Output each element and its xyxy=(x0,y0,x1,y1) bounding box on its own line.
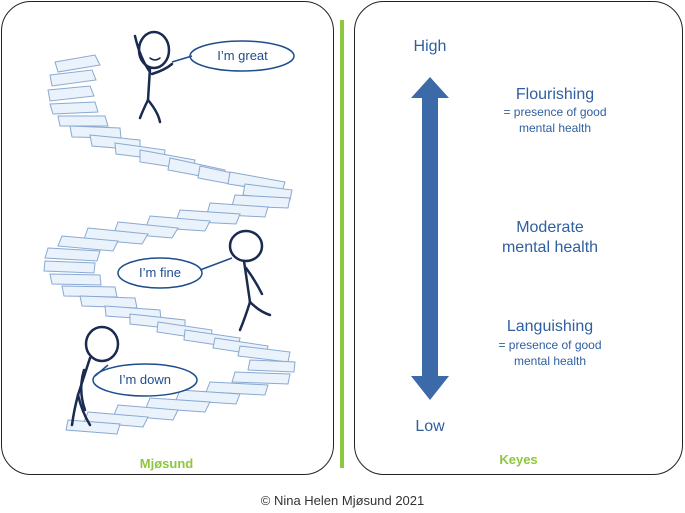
speech-bubbles xyxy=(92,40,295,397)
neutral-stick-figure xyxy=(228,229,272,332)
panel-divider xyxy=(340,20,344,468)
mental-health-scale-panel xyxy=(354,1,683,475)
happy-stick-figure xyxy=(133,30,174,124)
languishing-sub2: mental health xyxy=(513,354,587,368)
moderate-line1: Moderate xyxy=(516,219,584,236)
bubble-fine-text: I’m fine xyxy=(139,265,181,280)
languishing-title: Languishing xyxy=(506,318,594,335)
copyright-footer: © Nina Helen Mjøsund 2021 xyxy=(260,493,425,508)
sad-stick-figure xyxy=(70,325,120,427)
double-arrow xyxy=(411,77,449,400)
high-label: High xyxy=(413,38,447,55)
keyes-caption: Keyes xyxy=(499,452,538,467)
flourishing-title: Flourishing xyxy=(515,86,595,103)
bubble-great-text: I’m great xyxy=(217,48,268,63)
spiral-staircase xyxy=(43,54,296,435)
languishing-sub1: = presence of good xyxy=(498,338,602,352)
flourishing-sub2: mental health xyxy=(518,121,592,135)
flourishing-sub1: = presence of good xyxy=(503,105,607,119)
low-label: Low xyxy=(415,418,445,435)
mjosund-caption: Mjøsund xyxy=(139,456,194,471)
bubble-down-text: I’m down xyxy=(118,372,172,387)
moderate-line2: mental health xyxy=(501,239,599,256)
